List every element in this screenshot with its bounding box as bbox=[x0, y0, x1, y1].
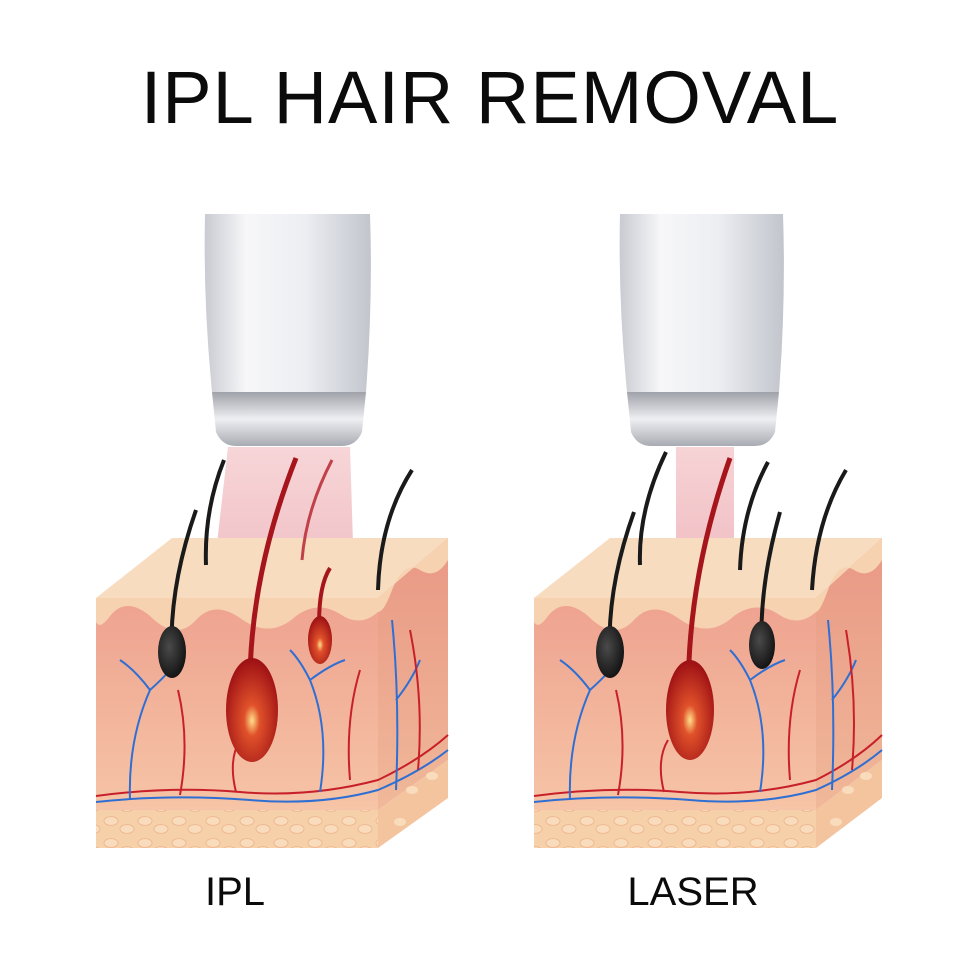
ipl-blood-vessels bbox=[95, 619, 449, 803]
ipl-caption: IPL bbox=[204, 870, 266, 914]
ipl-handpiece bbox=[204, 214, 371, 446]
laser-handpiece bbox=[619, 214, 784, 446]
page-title: IPL HAIR REMOVAL bbox=[140, 56, 840, 139]
laser-blood-vessels bbox=[533, 619, 883, 803]
ipl-hairs bbox=[158, 457, 414, 762]
laser-panel bbox=[533, 214, 883, 848]
laser-hairs bbox=[596, 451, 848, 760]
ipl-panel bbox=[95, 214, 449, 848]
laser-caption: LASER bbox=[627, 870, 759, 914]
